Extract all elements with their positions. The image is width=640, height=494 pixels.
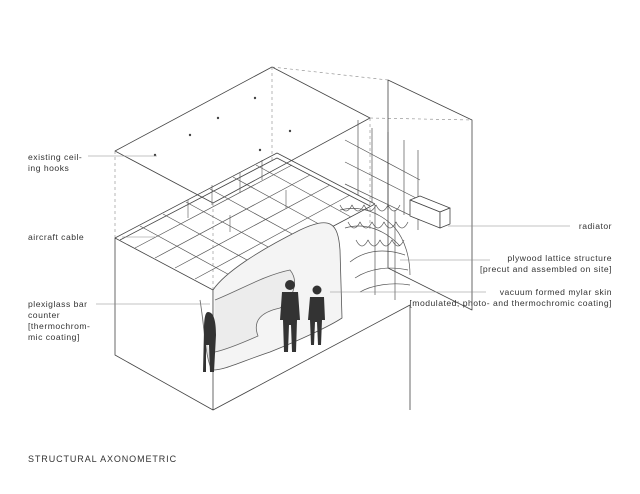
label-line: mic coating] — [28, 332, 80, 342]
label-line: vacuum formed mylar skin — [499, 287, 612, 297]
label-line: [thermochrom- — [28, 321, 91, 331]
radiator — [409, 195, 451, 229]
ceiling-plane — [114, 66, 371, 204]
label-line: plywood lattice structure — [507, 253, 612, 263]
aircraft-cables — [187, 160, 287, 232]
label-line: [precut and assembled on site] — [479, 264, 612, 274]
plywood-lattice — [339, 204, 411, 300]
figure-1 — [280, 280, 300, 352]
label-vacuum-mylar: vacuum formed mylar skin [modulated; pho… — [409, 287, 612, 309]
rear-grid — [344, 120, 421, 230]
lattice-top — [134, 164, 352, 280]
human-figures — [203, 280, 325, 372]
figure-2 — [308, 285, 325, 345]
figure-3 — [203, 312, 216, 372]
label-aircraft-cable: aircraft cable — [28, 232, 85, 242]
label-line: ing hooks — [28, 163, 70, 173]
label-existing-ceiling-hooks: existing ceil- ing hooks — [28, 152, 82, 174]
rear-wall-panel — [387, 79, 473, 311]
room-box — [114, 152, 411, 411]
projection-lines — [114, 66, 473, 290]
label-line: [modulated; photo- and thermochromic coa… — [409, 298, 612, 308]
leader-lines — [88, 155, 570, 305]
label-plexiglass-bar: plexiglass bar counter [thermochrom- mic… — [28, 299, 90, 343]
label-radiator: radiator — [578, 221, 612, 231]
drawing-title: STRUCTURAL AXONOMETRIC — [28, 454, 177, 464]
label-line: existing ceil- — [28, 152, 83, 162]
label-line: counter — [28, 310, 61, 320]
label-line: plexiglass bar — [28, 299, 88, 309]
label-plywood-lattice: plywood lattice structure [precut and as… — [480, 253, 612, 275]
